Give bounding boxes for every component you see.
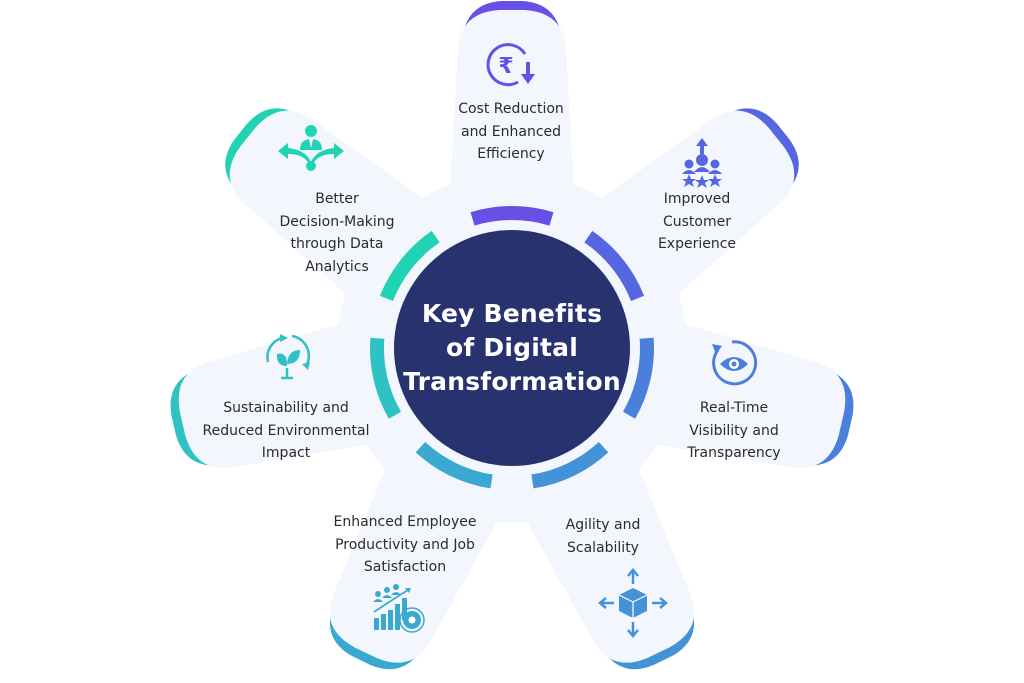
label-line: Impact xyxy=(261,445,311,461)
eye-refresh-icon xyxy=(712,340,758,386)
benefit-employee-productivity: Enhanced Employee Productivity and Job S… xyxy=(333,511,476,579)
benefit-customer-experience: Improved Customer Experience xyxy=(658,188,736,256)
svg-text:₹: ₹ xyxy=(498,54,513,79)
center-title-line: Transformation xyxy=(403,367,621,396)
benefit-agility-scalability: Agility and Scalability xyxy=(566,514,641,559)
label-line: Satisfaction xyxy=(363,559,447,575)
label-line: Efficiency xyxy=(477,146,545,162)
rupee-cost-down-icon: ₹ xyxy=(486,43,535,87)
cube-expand-icon xyxy=(598,568,668,638)
ring-segment-agility xyxy=(531,442,609,489)
ring-segment-decision xyxy=(379,230,440,301)
benefit-cost-reduction: Cost Reduction and Enhanced Efficiency xyxy=(458,98,564,166)
ring-segment-customer xyxy=(584,230,645,301)
label-line: Improved xyxy=(663,191,731,207)
label-line: Real-Time xyxy=(699,400,769,416)
benefit-real-time-visibility: Real-Time Visibility and Transparency xyxy=(687,397,780,465)
label-line: Decision-Making xyxy=(279,213,395,230)
label-line: Sustainability and xyxy=(223,400,349,416)
ring-segment-employee xyxy=(415,442,493,489)
label-line: Analytics xyxy=(305,258,369,275)
benefit-decision-making: Better Decision-Making through Data Anal… xyxy=(279,188,394,278)
productivity-chart-gear-icon xyxy=(373,584,425,633)
label-line: Experience xyxy=(657,236,737,252)
label-line: Agility and xyxy=(565,517,641,533)
center-title-line: Key Benefits xyxy=(421,299,603,328)
label-line: Scalability xyxy=(567,539,639,556)
label-line: Reduced Environmental xyxy=(202,422,370,439)
label-line: Transparency xyxy=(687,445,781,461)
benefit-sustainability: Sustainability and Reduced Environmental… xyxy=(203,397,370,465)
center-title: Key Benefits of Digital Transformation xyxy=(403,297,621,399)
label-line: and Enhanced xyxy=(460,123,562,140)
ring-segment-sustainability xyxy=(370,337,401,419)
ring-segment-visibility xyxy=(623,337,654,419)
customer-stars-icon xyxy=(682,138,722,188)
plant-cycle-icon xyxy=(266,334,311,380)
decision-person-arrows-icon xyxy=(278,125,344,171)
label-line: Better xyxy=(315,191,359,207)
label-line: Customer xyxy=(662,213,732,230)
label-line: Cost Reduction xyxy=(458,101,564,117)
center-circle xyxy=(394,230,630,466)
label-line: Enhanced Employee xyxy=(333,514,477,530)
label-line: Productivity and Job xyxy=(335,536,475,553)
ring-segment-cost xyxy=(470,206,554,226)
center-title-line: of Digital xyxy=(446,333,578,362)
label-line: through Data xyxy=(290,236,384,252)
label-line: Visibility and xyxy=(689,422,779,439)
